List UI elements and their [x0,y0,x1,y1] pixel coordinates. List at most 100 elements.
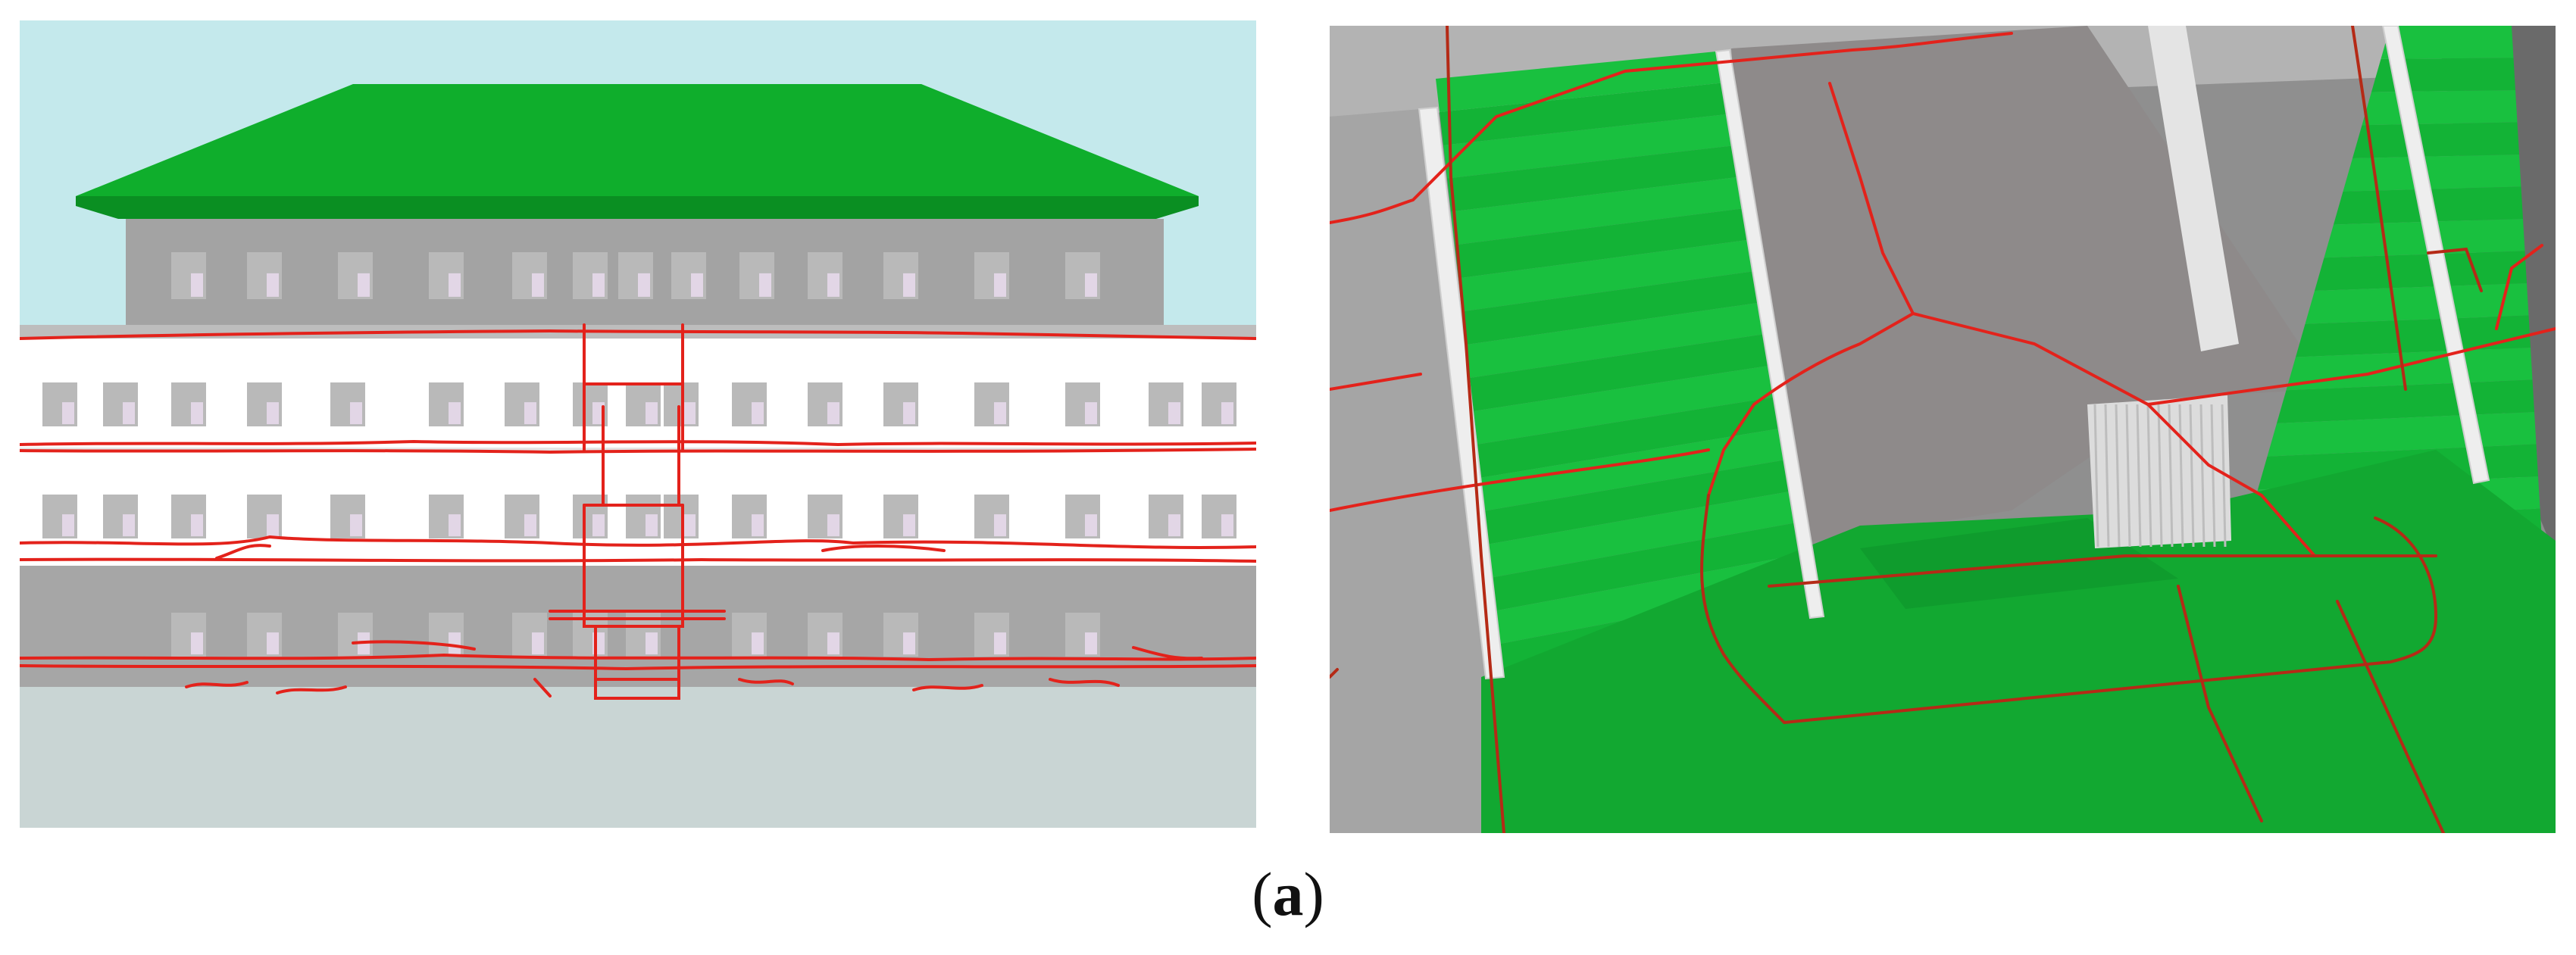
stair-step [1440,83,1727,145]
window-glass [267,273,279,297]
first-floor-windows [42,495,1236,538]
roof [76,84,1199,196]
window-glass [267,402,279,425]
window-glass [449,402,461,425]
gate-bar [2125,404,2131,548]
caption-label: a [1272,860,1304,928]
window-glass [683,402,696,425]
window-glass [449,632,461,655]
gate-bar [2189,404,2195,548]
window-glass [532,632,544,655]
window-glass [752,402,764,425]
stair-step [1436,51,1722,112]
stair-step [1470,334,1771,411]
window-glass [1221,402,1233,425]
building-exterior-view [20,20,1256,828]
stair-step [2381,26,2514,59]
staircase-model-image [1330,26,2556,833]
window-glass [691,273,703,297]
stair-step [2343,154,2521,192]
window-glass [752,632,764,655]
right-railing [2381,26,2490,485]
gate-bar [2221,404,2227,548]
window-glass [994,514,1006,537]
window-glass [449,514,461,537]
stair-step [1451,176,1744,245]
window-glass [752,514,764,537]
window-glass [358,273,370,297]
window-glass [350,514,362,537]
stair-step [1485,459,1793,545]
evacuation-paths [20,323,1256,700]
stair-step [1477,396,1782,478]
caption-open-paren: ( [1252,860,1273,928]
evacuation-paths [1330,26,2556,833]
window-glass [903,402,915,425]
second-floor-windows [42,382,1236,426]
stair-step [2286,348,2533,391]
roof-edge [76,196,1199,219]
window-glass [903,273,915,297]
window-glass [524,514,536,537]
stair-step [1443,114,1733,179]
window-glass [524,402,536,425]
gate-bar [2210,404,2216,548]
window-glass [1085,514,1097,537]
left-wall [1330,109,1504,833]
building-model-image [20,20,1256,828]
window-glass [827,273,839,297]
staircase-interior-view [1330,26,2556,833]
stair-step [1466,302,1765,378]
gate-bar [2157,404,2163,548]
center-right-railing [2148,26,2239,351]
window-glass [123,514,135,537]
gate-bar [2104,404,2110,548]
stair-step [2315,251,2527,291]
stair-step [1455,208,1749,279]
gate-bar [2178,404,2184,548]
stair-step [1458,239,1755,312]
stair-step [2305,283,2529,324]
window-glass [1168,514,1180,537]
window-glass [827,514,839,537]
gate-bars [2093,404,2227,548]
window-glass [994,632,1006,655]
window-glass [903,632,915,655]
window-glass [191,514,203,537]
left-railing [1418,106,1505,680]
window-glass [1168,402,1180,425]
window-glass [994,273,1006,297]
window-glass [903,514,915,537]
window-glass [350,402,362,425]
stair-step [2362,90,2518,126]
landing-floor [1731,26,2330,548]
window-glass [592,273,605,297]
figure-caption: (a) [0,863,2576,925]
ground-plane [20,687,1256,828]
gate-bar [2115,404,2121,548]
window-glass [1085,632,1097,655]
window-glass [191,402,203,425]
window-glass [191,632,203,655]
left-staircase [1436,51,1815,677]
window-glass [1085,402,1097,425]
window-glass [683,514,696,537]
top-floor-windows [171,252,1100,299]
ground-floor-windows [171,613,1100,657]
window-glass [827,632,839,655]
stair-step [1462,271,1760,345]
window-glass [638,273,650,297]
stair-step [1493,522,1804,611]
window-glass [123,402,135,425]
stair-step [1496,554,1809,644]
stair-step [1474,365,1777,445]
caption-close-paren: ) [1303,860,1324,928]
stair-step [2296,315,2531,357]
window-glass [62,402,74,425]
center-left-railing [1715,48,1825,620]
window-glass [646,632,658,655]
window-glass [449,273,461,297]
window-glass [759,273,771,297]
window-glass [267,514,279,537]
window-glass [646,402,658,425]
